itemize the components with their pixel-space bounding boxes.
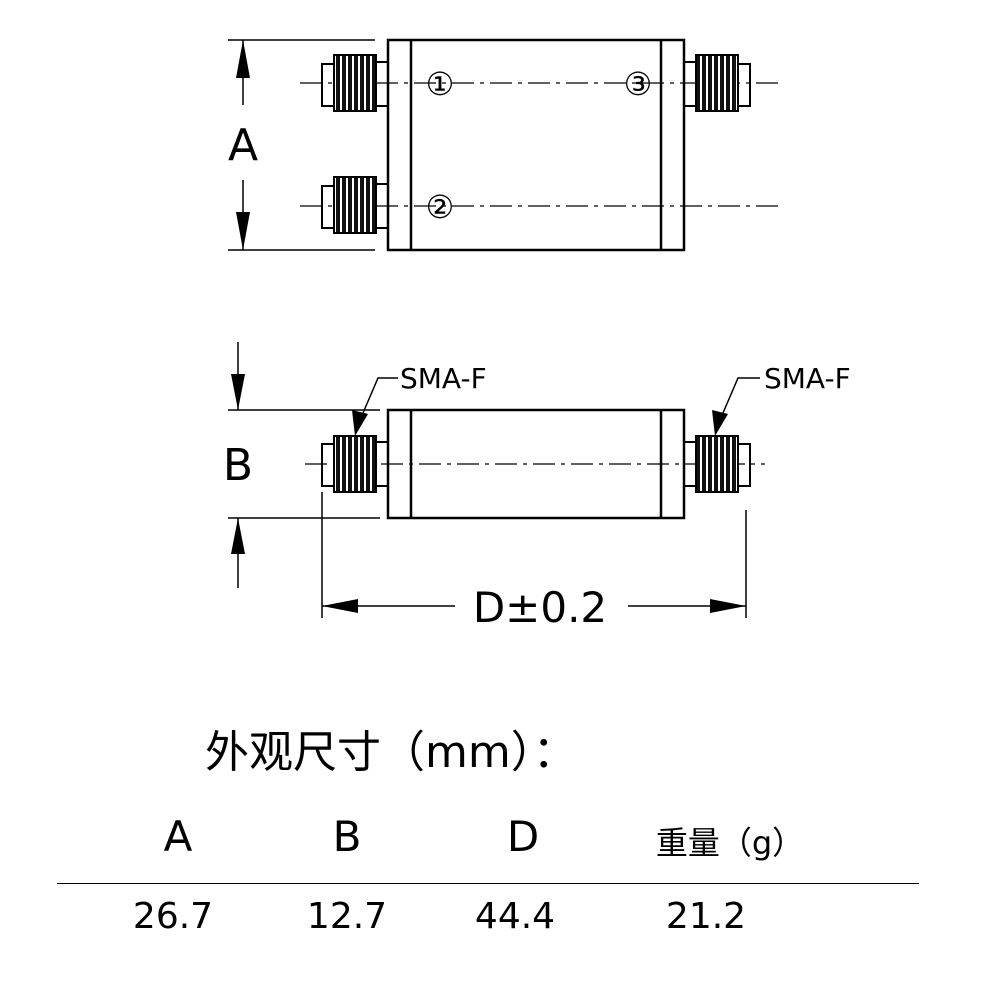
leader-right [719, 377, 760, 421]
value-d: 44.4 [474, 896, 556, 937]
header-weight: 重量（g） [655, 824, 805, 862]
leader-left-arrow [352, 410, 368, 436]
side-view [228, 342, 765, 618]
dimensions-title: 外观尺寸（mm）： [205, 727, 577, 778]
connector-port1 [321, 54, 389, 112]
top-view [228, 38, 780, 252]
value-a: 26.7 [132, 896, 214, 937]
dimension-d-arrow-right [710, 599, 746, 613]
table-divider [57, 883, 919, 884]
dimension-d-arrow-left [322, 599, 358, 613]
top-view-body [386, 38, 686, 252]
connector-port3 [683, 54, 751, 112]
connector-label-left: SMA-F [400, 362, 487, 395]
dimension-d-label: D±0.2 [473, 583, 607, 632]
dimension-b-arrow-down [231, 374, 245, 410]
connector-side-right [683, 435, 751, 493]
connector-side-left [321, 435, 389, 493]
dimension-a-label: A [228, 120, 258, 171]
dimension-b-label: B [223, 440, 253, 491]
header-b: B [332, 812, 362, 861]
port-label-3: ③ [624, 65, 653, 103]
port-label-2: ② [426, 188, 455, 226]
header-a: A [163, 812, 193, 861]
dimension-a-arrow-down [236, 212, 250, 250]
leader-right-arrow [712, 410, 728, 436]
dimension-b-arrow-up [231, 518, 245, 554]
connector-label-right: SMA-F [764, 362, 851, 395]
header-d: D [506, 812, 540, 861]
dimension-a-arrow-up [236, 40, 250, 78]
value-b: 12.7 [306, 896, 388, 937]
port-label-1: ① [426, 65, 455, 103]
connector-port2 [321, 176, 389, 234]
value-weight: 21.2 [665, 896, 747, 937]
leader-left [359, 377, 398, 421]
